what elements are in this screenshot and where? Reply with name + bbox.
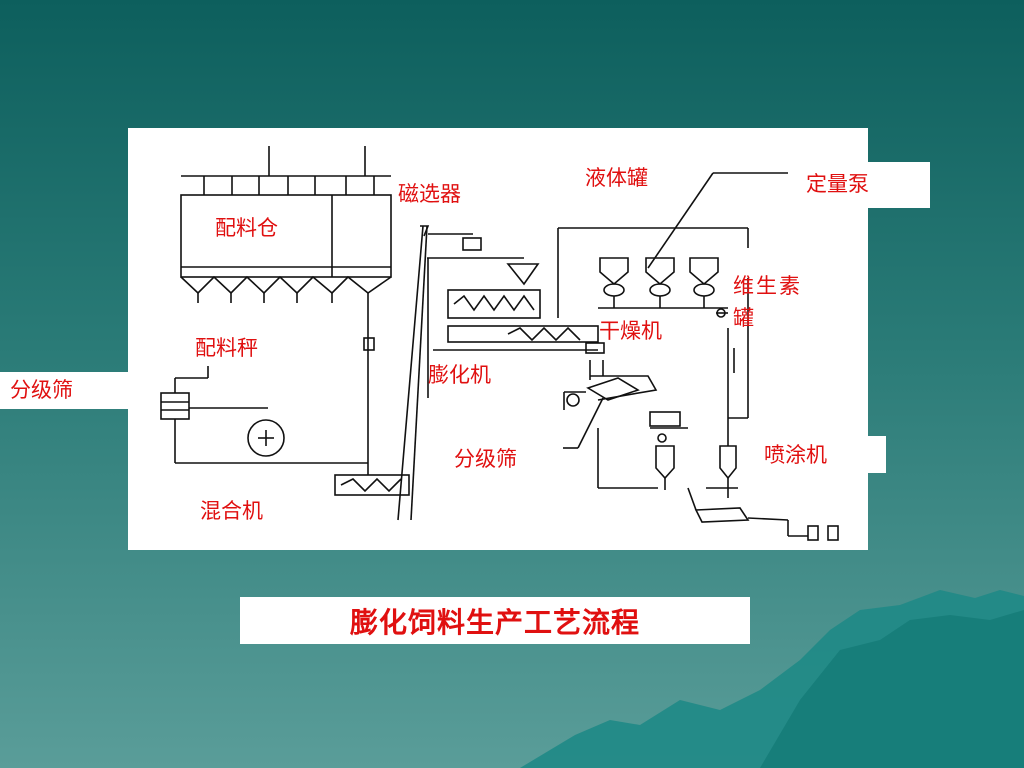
dryer-drawing: [563, 360, 688, 449]
process-flow-drawing: [160, 146, 839, 541]
label-batching-scale: 配料秤: [195, 336, 258, 360]
label-vitamin-tank-line1: 维生素: [733, 274, 802, 298]
label-dryer: 干燥机: [599, 319, 662, 343]
label-liquid-tank: 液体罐: [585, 166, 648, 190]
label-vitamin-tank-line2: 罐: [733, 306, 754, 330]
coater-drawing: [597, 278, 839, 541]
label-mixer: 混合机: [200, 499, 263, 523]
extruder-drawing: [427, 258, 605, 398]
liquid-line-drawing: [557, 172, 788, 318]
label-grading-sieve-center: 分级筛: [454, 447, 517, 471]
label-batching-bin: 配料仓: [215, 216, 278, 240]
label-metering-pump: 定量泵: [788, 162, 930, 208]
elevator-drawing: [397, 225, 540, 521]
label-extruder: 膨化机: [428, 363, 491, 387]
label-magnetic-separator: 磁选器: [398, 182, 461, 206]
slide-caption: 膨化饲料生产工艺流程: [240, 597, 750, 644]
label-coater-text: 喷涂机: [764, 443, 827, 467]
label-grading-sieve-left-text: 分级筛: [10, 378, 73, 402]
batching-bins-drawing: [180, 146, 392, 338]
label-grading-sieve-left: 分级筛: [0, 372, 128, 409]
process-diagram: 配料仓 磁选器 液体罐 配料秤 维生素 罐 干燥机 膨化机 分级筛 混合机: [128, 128, 868, 550]
label-metering-pump-text: 定量泵: [806, 172, 869, 196]
label-coater: 喷涂机: [756, 436, 886, 473]
scale-mixer-drawing: [160, 337, 410, 496]
